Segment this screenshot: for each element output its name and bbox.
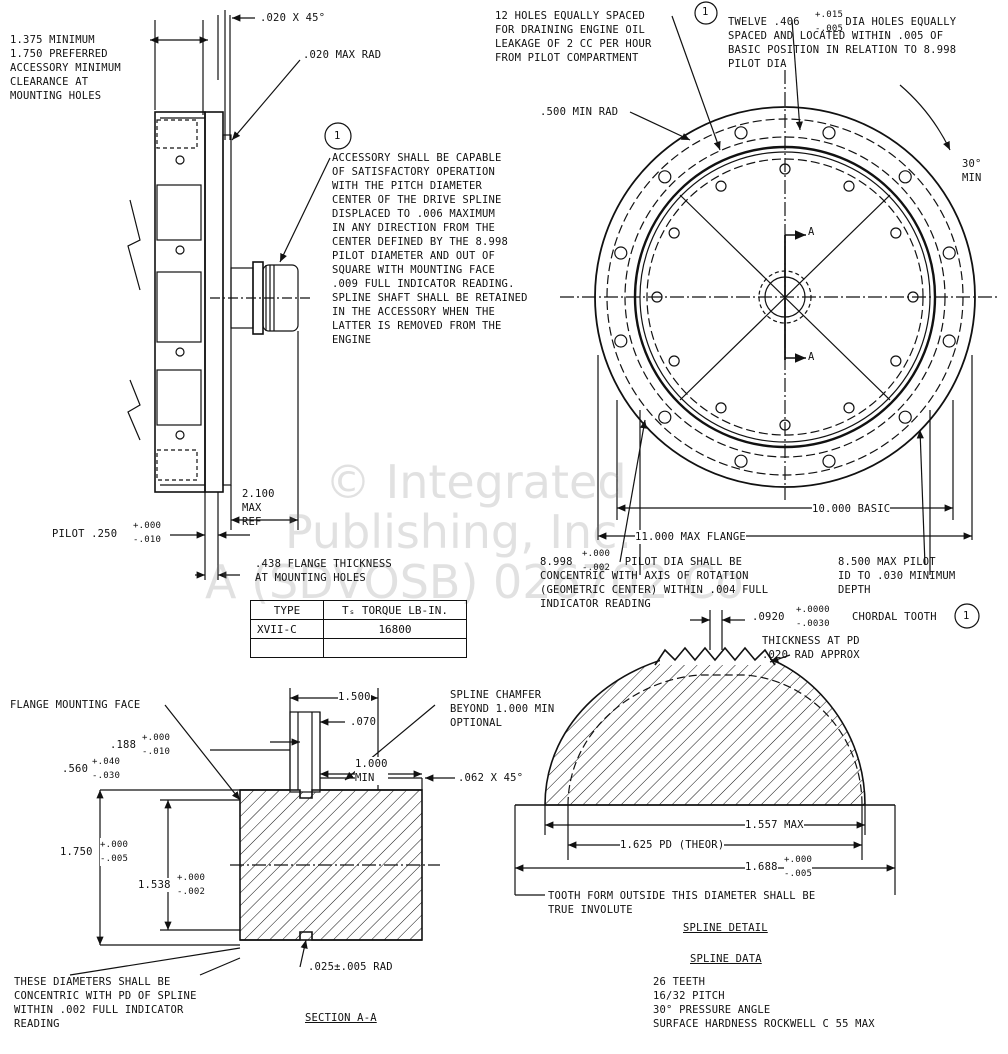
pilot-dia-note: 8.998 +.000 PILOT DIA SHALL BE CONCENTRI… (540, 555, 768, 611)
drain-hole (843, 402, 855, 414)
dim-1688: 1.688 (745, 860, 778, 874)
spline-chamfer-note: SPLINE CHAMFER BEYOND 1.000 MIN OPTIONAL (450, 689, 555, 729)
callout-1-left: 1 (334, 130, 341, 142)
section-title: SECTION A-A (305, 1012, 377, 1024)
mounting-hole (942, 246, 956, 260)
torque-empty-cell (323, 638, 467, 658)
dim-1750-tolerance: +.000 -.005 (100, 838, 129, 866)
mounting-hole (822, 126, 836, 140)
chamfer-062: .062 x 45° (458, 772, 524, 784)
torque-value-cell: 16800 (323, 619, 467, 639)
watermark-line-2: Publishing, Inc. (285, 505, 632, 559)
torque-table: TYPE Tₛ TORQUE LB-IN. XVII-C 16800 (250, 600, 467, 658)
dim-2100: 2.100 MAX REF (242, 488, 275, 528)
mounting-hole (658, 170, 672, 184)
front-view (560, 1, 1000, 575)
dim-1538-tolerance: +.000 -.002 (177, 871, 206, 899)
drain-hole (890, 355, 902, 367)
dim-070: .070 (350, 716, 377, 728)
drain-hole (779, 163, 791, 175)
min-rad-note: .500 MIN RAD (540, 106, 619, 118)
drain-hole (890, 227, 902, 239)
dim-1500: 1.500 (338, 690, 371, 704)
dim-1538: 1.538 (138, 878, 171, 892)
drain-hole (651, 291, 663, 303)
torque-empty-cell (250, 638, 324, 658)
section-marker-bottom: A (808, 351, 815, 363)
mounting-hole (898, 170, 912, 184)
mounting-hole (658, 410, 672, 424)
mounting-hole (734, 126, 748, 140)
dim-1688-tolerance: +.000 -.005 (784, 853, 813, 881)
chordal-tooth: CHORDAL TOOTH (852, 611, 937, 623)
pd-dim: 1.625 PD (THEOR) (620, 838, 725, 852)
side-view (127, 10, 352, 580)
mounting-hole (822, 454, 836, 468)
concentric-note: THESE DIAMETERS SHALL BE CONCENTRIC WITH… (14, 976, 197, 1030)
pilot-dia-tolerance: +.000 -.002 (582, 549, 611, 573)
twelve-holes-tolerance: +.015 -.005 (815, 10, 844, 34)
watermark-line-3: A (SDVOSB) 026702 Co (205, 555, 744, 609)
spline-view (514, 603, 980, 896)
dim-188-tolerance: +.000 -.010 (142, 733, 171, 757)
watermark-line-1: © Integrated (325, 455, 627, 509)
basic-dim: 10.000 BASIC (812, 502, 891, 516)
dim-1750: 1.750 (60, 845, 93, 859)
section-view (69, 688, 455, 976)
torque-col-torque: Tₛ TORQUE LB-IN. (323, 600, 467, 620)
max-flange-dim: 11.000 MAX FLANGE (635, 530, 746, 544)
mounting-hole (898, 410, 912, 424)
pilot-dia-note-text: PILOT DIA SHALL BE CONCENTRIC WITH AXIS … (540, 556, 769, 610)
tooth-tolerance: +.0000 -.0030 (796, 605, 830, 629)
spline-detail-title: SPLINE DETAIL (683, 922, 768, 934)
twelve-holes-label: TWELVE .406 (728, 16, 800, 28)
mounting-hole (614, 334, 628, 348)
drain-hole (715, 180, 727, 192)
mounting-hole (734, 454, 748, 468)
max-rad-note: .020 MAX RAD (303, 49, 382, 61)
spline-data-title: SPLINE DATA (690, 953, 762, 965)
callout-1-spline: 1 (963, 610, 970, 622)
mounting-hole (614, 246, 628, 260)
flange-face-label: FLANGE MOUNTING FACE (10, 699, 141, 711)
mounting-hole (942, 334, 956, 348)
twelve-holes-rest: DIA HOLES EQUALLY SPACED AND LOCATED WIT… (728, 16, 957, 70)
torque-type-cell: XVII-C (250, 619, 324, 639)
rad-025: .025±.005 RAD (308, 961, 393, 973)
dim-1000: 1.000 MIN (355, 757, 388, 785)
drain-hole (779, 419, 791, 431)
drain-holes-note: 12 HOLES EQUALLY SPACED FOR DRAINING ENG… (495, 10, 652, 64)
section-marker-top: A (808, 226, 815, 238)
tooth-dim: .0920 (752, 611, 785, 623)
dim-560: .560 (62, 763, 89, 775)
tooth-form-note: TOOTH FORM OUTSIDE THIS DIAMETER SHALL B… (548, 890, 816, 916)
dim-188: .188 (110, 739, 137, 751)
accessory-note: ACCESSORY SHALL BE CAPABLE OF SATISFACTO… (332, 152, 528, 346)
max-pilot-note: 8.500 MAX PILOT ID TO .030 MINIMUM DEPTH (838, 556, 956, 596)
chamfer-note: .020 x 45° (260, 12, 326, 24)
callout-1-top: 1 (702, 6, 709, 18)
drain-hole (715, 402, 727, 414)
drain-hole (907, 291, 919, 303)
torque-col-type: TYPE (250, 600, 324, 620)
pilot-label: PILOT .250 (52, 528, 118, 540)
drain-hole (668, 355, 680, 367)
clearance-note: 1.375 MINIMUM 1.750 PREFERRED ACCESSORY … (10, 34, 121, 102)
flange-thickness-note: .438 FLANGE THICKNESS AT MOUNTING HOLES (255, 558, 392, 584)
drain-hole (843, 180, 855, 192)
angle-note: 30° MIN (962, 158, 982, 184)
pilot-tolerance: +.000 -.010 (133, 521, 162, 545)
spline-data: 26 TEETH 16/32 PITCH 30° PRESSURE ANGLE … (653, 976, 875, 1030)
dim-1557: 1.557 MAX (745, 818, 804, 832)
dim-560-tolerance: +.040 -.030 (92, 757, 121, 781)
twelve-holes-note: TWELVE .406 +.015 DIA HOLES EQUALLY SPAC… (728, 15, 956, 71)
tooth-thickness-note: THICKNESS AT PD .020 RAD APPROX (762, 635, 860, 661)
drain-hole (668, 227, 680, 239)
pilot-dia: 8.998 (540, 556, 573, 568)
